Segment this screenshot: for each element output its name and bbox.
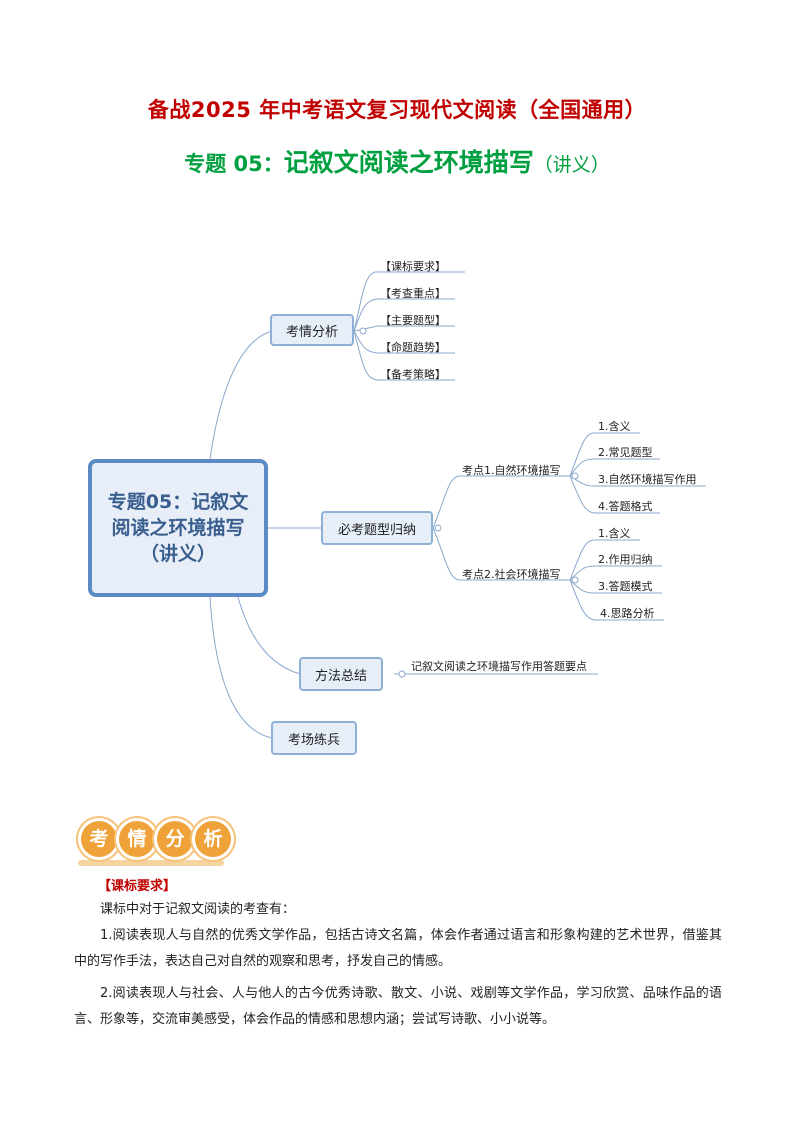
subtitle-suffix: （讲义） — [533, 154, 610, 176]
badge-char: 分 — [154, 818, 196, 860]
leaf-trends: 【命题趋势】 — [380, 341, 446, 354]
point-natural-environment: 考点1.自然环境描写 — [462, 464, 561, 477]
mindmap-central-node: 专题05：记叙文阅读之环境描写（讲义） — [88, 459, 268, 597]
requirement-paragraph-2: 2.阅读表现人与社会、人与他人的古今优秀诗歌、散文、小说、戏剧等文学作品，学习欣… — [74, 986, 722, 1027]
point2-item: 4.思路分析 — [600, 607, 655, 620]
leaf-curriculum-requirement: 【课标要求】 — [380, 260, 446, 273]
mindmap-connectors — [209, 271, 706, 739]
requirement-label: 【课标要求】 — [98, 879, 177, 894]
point2-item: 2.作用归纳 — [598, 553, 653, 566]
branch-practice: 考场练兵 — [271, 721, 357, 755]
intro-paragraph: 课标中对于记叙文阅读的考查有： — [100, 902, 296, 917]
badge-underline — [78, 860, 224, 866]
branch-exam-analysis: 考情分析 — [270, 314, 354, 346]
subtitle-main: 记叙文阅读之环境描写 — [283, 148, 534, 177]
point1-item: 2.常见题型 — [598, 446, 653, 459]
subtitle-prefix: 专题 05： — [184, 152, 284, 176]
point1-item: 3.自然环境描写作用 — [598, 473, 697, 486]
document-title: 备战2025 年中考语文复习现代文阅读（全国通用） — [147, 98, 647, 122]
branch-method-summary: 方法总结 — [299, 657, 383, 691]
point1-item: 4.答题格式 — [598, 500, 653, 513]
point1-item: 1.含义 — [598, 420, 631, 433]
branch-question-types: 必考题型归纳 — [321, 511, 433, 545]
document-subtitle: 专题 05：记叙文阅读之环境描写（讲义） — [0, 143, 794, 179]
badge-char: 情 — [116, 818, 158, 860]
leaf-exam-focus: 【考查重点】 — [380, 287, 446, 300]
badge-char: 考 — [78, 818, 120, 860]
badge-char: 析 — [192, 818, 234, 860]
point-social-environment: 考点2.社会环境描写 — [462, 568, 561, 581]
leaf-main-question-types: 【主要题型】 — [380, 314, 446, 327]
point2-item: 3.答题模式 — [598, 580, 653, 593]
leaf-strategy: 【备考策略】 — [380, 368, 446, 381]
point2-item: 1.含义 — [598, 527, 631, 540]
requirement-paragraph-1: 1.阅读表现人与自然的优秀文学作品，包括古诗文名篇，体会作者通过语言和形象构建的… — [74, 928, 722, 969]
leaf-method-key-points: 记叙文阅读之环境描写作用答题要点 — [411, 660, 587, 673]
